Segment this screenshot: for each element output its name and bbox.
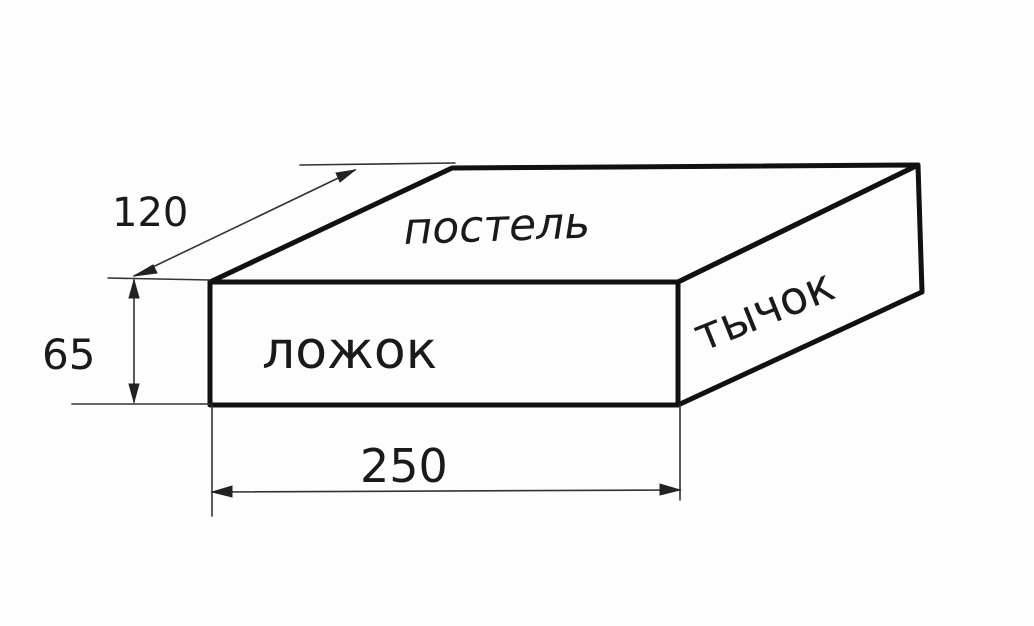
width-label: 120 (112, 190, 188, 236)
dimension-height: 65 (42, 277, 211, 405)
height-arrow-bottom (128, 383, 140, 404)
height-extension-top (107, 277, 211, 281)
width-arrow-top (335, 169, 357, 183)
length-dimension-line (211, 489, 681, 493)
height-arrow-top (128, 278, 140, 299)
length-arrow-right (659, 483, 682, 496)
width-extension-line (299, 162, 456, 166)
length-arrow-left (210, 485, 233, 498)
side-face-label: тычок (686, 257, 842, 362)
width-dimension-line (133, 169, 356, 277)
length-label: 250 (360, 439, 448, 493)
height-label: 65 (42, 330, 95, 379)
side-face (675, 162, 925, 408)
front-face-label: ложок (262, 321, 437, 381)
top-face-label: постель (403, 198, 591, 255)
dimension-length: 250 (210, 404, 682, 517)
brick-outline (207, 162, 925, 408)
width-arrow-bottom (133, 264, 158, 277)
dimension-width: 120 (112, 162, 456, 277)
